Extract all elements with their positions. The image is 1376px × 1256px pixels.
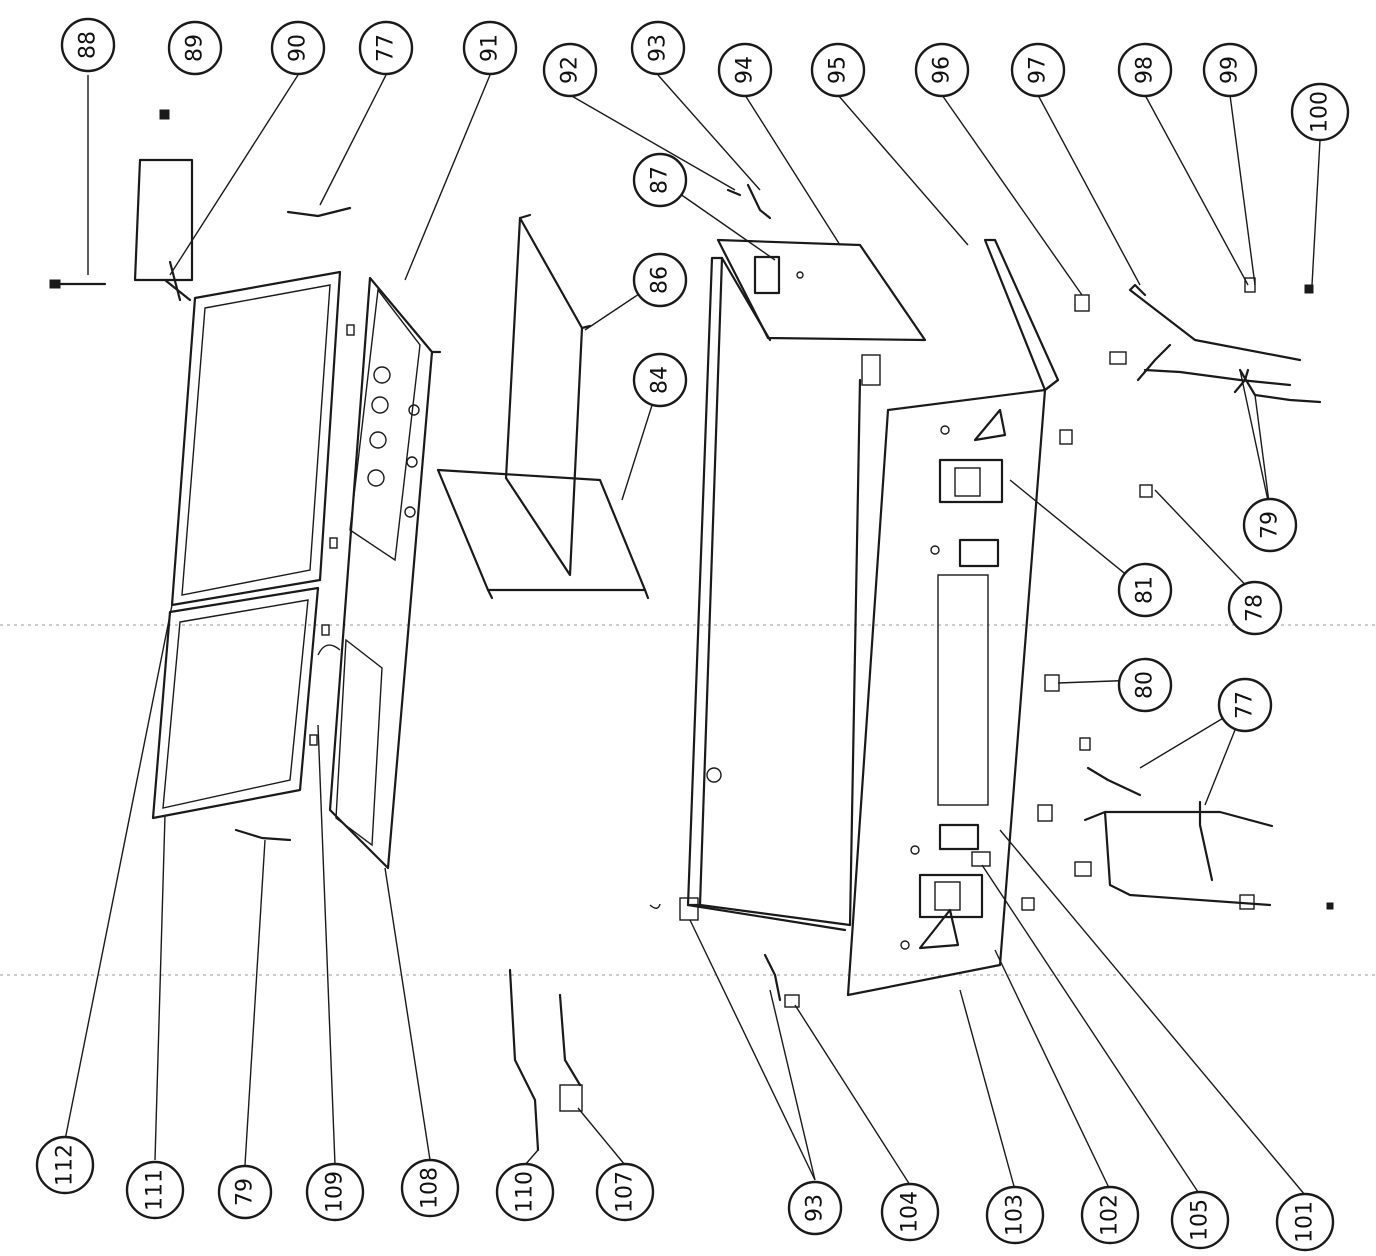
callout-98: 98 — [1117, 42, 1173, 98]
callout-77-right: 77 — [1217, 677, 1273, 733]
callout-84-label: 84 — [648, 366, 673, 394]
callout-80: 80 — [1117, 657, 1173, 713]
part-93-hinge-bottom — [649, 897, 699, 921]
callout-91: 91 — [462, 20, 518, 76]
callout-104: 104 — [880, 1182, 940, 1242]
callout-112-label: 112 — [53, 1144, 78, 1186]
callout-93-top-label: 93 — [646, 34, 671, 62]
callout-81-label: 81 — [1133, 576, 1158, 604]
callout-94-label: 94 — [733, 56, 758, 84]
callout-90-label: 90 — [286, 34, 311, 62]
callout-104-label: 104 — [898, 1191, 923, 1233]
callout-96: 96 — [914, 42, 970, 98]
callout-92: 92 — [542, 42, 598, 98]
callout-84: 84 — [632, 352, 688, 408]
part-92-93-hinge — [726, 183, 772, 220]
part-110-cable — [508, 968, 540, 1152]
part-107-cable-plug — [558, 993, 583, 1112]
callout-89-label: 89 — [183, 34, 208, 62]
callout-109-label: 109 — [323, 1171, 348, 1213]
hob-clips — [309, 324, 355, 746]
callout-88: 88 — [60, 17, 116, 73]
part-108-hob-plate — [317, 276, 442, 870]
part-90-panel — [133, 158, 194, 302]
callout-90: 90 — [270, 20, 326, 76]
callout-77-right-label: 77 — [1233, 691, 1258, 719]
callout-109: 109 — [305, 1162, 365, 1222]
part-77-burner-tube-lower — [1083, 766, 1334, 910]
callout-93-bottom: 93 — [787, 1180, 843, 1236]
callout-95: 95 — [810, 42, 866, 98]
callout-96-label: 96 — [930, 56, 955, 84]
callout-86-label: 86 — [648, 266, 673, 294]
callout-99: 99 — [1202, 42, 1258, 98]
callout-78-label: 78 — [1243, 594, 1268, 622]
callout-79-left: 79 — [217, 1164, 273, 1220]
part-103-control-panel — [846, 238, 1060, 997]
part-86-shelf — [504, 213, 592, 577]
callout-111-label: 111 — [143, 1169, 168, 1211]
callout-110: 110 — [495, 1162, 555, 1222]
callout-97: 97 — [1010, 42, 1066, 98]
callout-77-top: 77 — [358, 20, 414, 76]
box-hinge-clip — [861, 354, 881, 386]
callout-105: 105 — [1170, 1190, 1230, 1250]
callout-100-label: 100 — [1308, 91, 1333, 133]
callout-79-right-label: 79 — [1258, 511, 1283, 539]
callout-105-label: 105 — [1188, 1199, 1213, 1241]
callout-108-label: 108 — [418, 1167, 443, 1209]
callout-103: 103 — [985, 1185, 1045, 1245]
callout-102-label: 102 — [1098, 1194, 1123, 1236]
callout-86: 86 — [632, 252, 688, 308]
callout-98-label: 98 — [1133, 56, 1158, 84]
callout-95-label: 95 — [826, 56, 851, 84]
callout-107: 107 — [595, 1162, 655, 1222]
part-104-hinge-pin — [763, 953, 800, 1008]
callout-94: 94 — [717, 42, 773, 98]
part-96-clip — [1074, 294, 1090, 312]
callout-101: 101 — [1275, 1192, 1335, 1252]
callout-81: 81 — [1117, 562, 1173, 618]
callout-108: 108 — [400, 1158, 460, 1218]
callout-93-bottom-label: 93 — [803, 1194, 828, 1222]
part-84-base-tray — [436, 468, 650, 600]
part-94-side-panel — [716, 238, 927, 342]
callout-89: 89 — [167, 20, 223, 76]
callout-87: 87 — [632, 152, 688, 208]
callout-80-label: 80 — [1133, 671, 1158, 699]
callout-92-label: 92 — [558, 56, 583, 84]
leader-lines — [64, 74, 1321, 1196]
callout-101-label: 101 — [1293, 1201, 1318, 1243]
callout-88-label: 88 — [76, 31, 101, 59]
callout-77-top-label: 77 — [374, 34, 399, 62]
part-97-burner-tube-upper — [1128, 277, 1322, 404]
part-79-gas-pipes-right — [1136, 343, 1250, 394]
callout-97-label: 97 — [1026, 56, 1051, 84]
part-112-upper-frame — [170, 270, 342, 607]
callout-99-label: 99 — [1218, 56, 1243, 84]
callout-87-label: 87 — [648, 166, 673, 194]
callout-112: 112 — [35, 1135, 95, 1195]
callout-111: 111 — [125, 1160, 185, 1220]
part-105-clip — [971, 851, 991, 867]
callout-79-right: 79 — [1242, 497, 1298, 553]
callout-103-label: 103 — [1003, 1194, 1028, 1236]
callout-100: 100 — [1290, 82, 1350, 142]
callout-79-left-label: 79 — [233, 1178, 258, 1206]
callout-93-top: 93 — [630, 20, 686, 76]
part-111-lower-frame — [151, 586, 320, 820]
callout-91-label: 91 — [478, 34, 503, 62]
part-79-rod-left — [234, 828, 292, 842]
part-88-pin — [49, 279, 107, 289]
callout-107-label: 107 — [613, 1171, 638, 1213]
main-body-box — [686, 256, 862, 932]
part-100-nozzle — [1304, 284, 1314, 294]
part-77-bracket-top — [286, 206, 352, 218]
part-89-nut — [159, 109, 170, 120]
callout-110-label: 110 — [513, 1171, 538, 1213]
callout-78: 78 — [1227, 580, 1283, 636]
callout-102: 102 — [1080, 1185, 1140, 1245]
